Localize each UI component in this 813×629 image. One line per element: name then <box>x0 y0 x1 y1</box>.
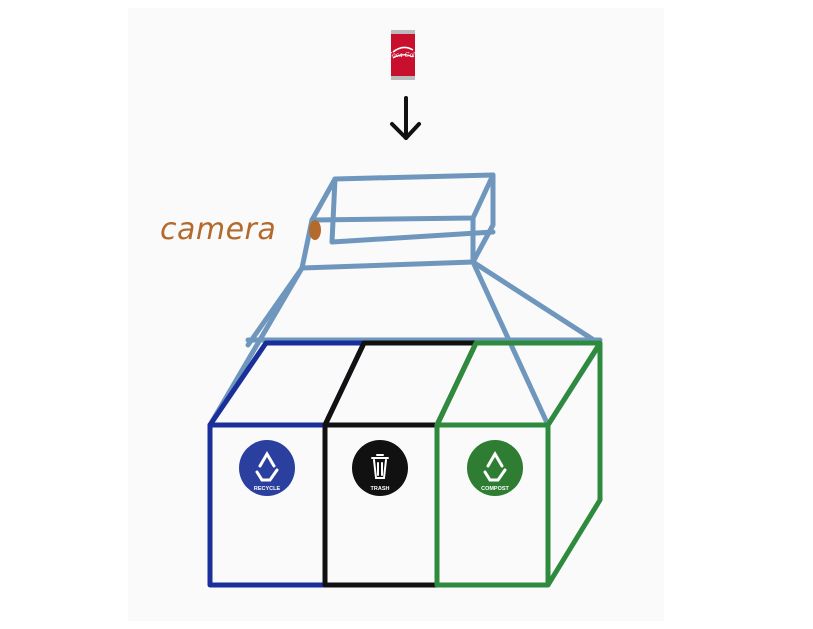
compost-badge: COMPOST <box>467 440 523 496</box>
compost-recycle-icon <box>483 451 507 482</box>
recycle-badge: RECYCLE <box>239 440 295 496</box>
camera-label: camera <box>160 212 277 247</box>
compost-bin <box>434 340 603 588</box>
canvas-background <box>128 8 664 621</box>
compost-label: COMPOST <box>481 486 509 492</box>
soda-can-icon: Coca-Cola <box>388 30 419 80</box>
trash-badge: TRASH <box>352 440 408 496</box>
can-brand-text: Coca-Cola <box>388 52 419 59</box>
recycle-icon <box>255 451 279 482</box>
camera-lens <box>309 220 321 240</box>
recycle-label: RECYCLE <box>254 486 281 492</box>
trash-label: TRASH <box>371 486 390 492</box>
down-arrow-icon <box>390 96 421 140</box>
trash-can-icon <box>371 454 389 479</box>
